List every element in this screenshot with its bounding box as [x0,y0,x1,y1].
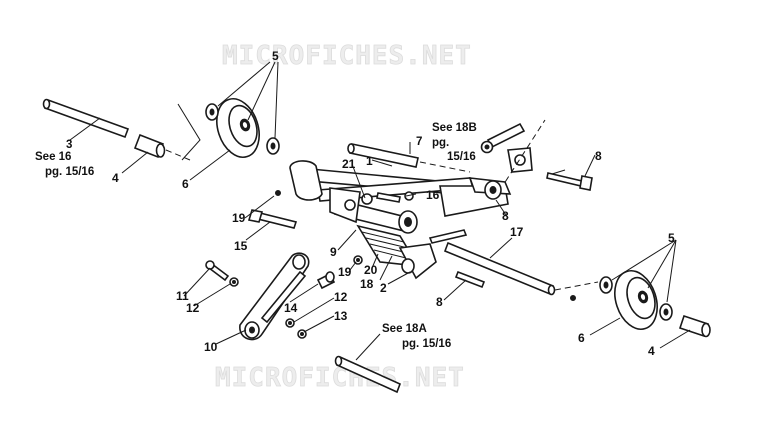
callout-1: 1 [366,154,373,168]
callout-19-mid: 19 [338,265,352,279]
upper-centerline [419,161,471,173]
lower-shaft-18a [334,355,402,394]
bolt-16 [376,191,414,203]
left-washer-outer [205,103,219,121]
note-see18b-line1: See 18B [432,122,477,134]
lower-cross-shaft [443,241,556,296]
callout-18: 18 [360,277,374,291]
left-idler-wheel [216,98,260,158]
left-axle-shaft [42,98,130,139]
note-see18b-line2: pg. [432,137,449,149]
top-right-bracket [507,147,533,173]
callout-2: 2 [380,281,387,295]
callout-6-left: 6 [182,177,189,191]
callout-8-top: 8 [595,149,602,163]
right-idler-wheel [614,270,658,330]
washer-12-left [229,277,239,287]
note-see16-ref: 3 [66,139,72,151]
callout-9: 9 [330,245,337,259]
callout-12-left: 12 [186,301,200,315]
rocker-arm [239,252,310,341]
leader-lines [69,61,691,361]
bolt-15 [247,209,298,229]
shock-absorber [356,224,437,280]
note-see16-line2: pg. 15/16 [45,166,94,178]
left-centerline-1 [165,149,191,161]
watermark-bottom: MICROFICHES.NET [215,363,465,393]
note-see16-line1: See 16 [35,151,71,163]
suspension-frame [289,160,512,217]
bolt-8-low [454,270,486,289]
left-spacer-tube [133,133,166,159]
note-see18a-line2: pg. 15/16 [402,338,451,350]
callout-21: 21 [342,157,356,171]
note-see18a-line1: See 18A [382,323,427,335]
bolt-11 [205,260,230,282]
note-see18b-ref: 7 [416,136,422,148]
callout-8-low: 8 [436,295,443,309]
top-right-centerline [499,119,546,191]
bolt-8-top [546,172,593,191]
upper-cross-shaft [347,143,419,168]
bushing-14 [316,271,336,290]
watermark-top: MICROFICHES.NET [222,41,472,71]
top-right-tube [486,122,526,149]
lower-centerline [554,281,599,291]
callout-12-mid: 12 [334,290,348,304]
frame-bushing-right [484,180,502,200]
callout-16: 16 [426,188,440,202]
callout-17: 17 [510,225,524,239]
callout-20: 20 [364,263,378,277]
callout-5-right: 5 [668,231,675,245]
callout-4-right: 4 [648,344,655,358]
right-spacer-tube [678,314,711,338]
left-washer-inner [266,137,280,155]
callout-13: 13 [334,309,348,323]
callout-6-right: 6 [578,331,585,345]
nut-13 [297,329,307,339]
callout-8-mid: 8 [502,209,509,223]
washer-19-left [275,190,281,196]
callout-19-left: 19 [232,211,246,225]
top-right-nut [480,140,494,154]
callout-15: 15 [234,239,248,253]
center-pivot-arm [329,187,418,234]
callout-5-top: 5 [272,49,279,63]
callout-10: 10 [204,340,218,354]
callout-14: 14 [284,301,298,315]
callout-4-left: 4 [112,171,119,185]
note-see18b-line3: 15/16 [447,151,476,163]
right-washer-outer [599,276,613,294]
right-washer-inner [659,303,673,321]
bolt-8-mid [428,229,468,244]
callout-11: 11 [176,289,189,303]
washer-12-mid [285,318,295,328]
washer-8-low [570,295,576,301]
left-wheel-cut-mark [177,103,201,161]
